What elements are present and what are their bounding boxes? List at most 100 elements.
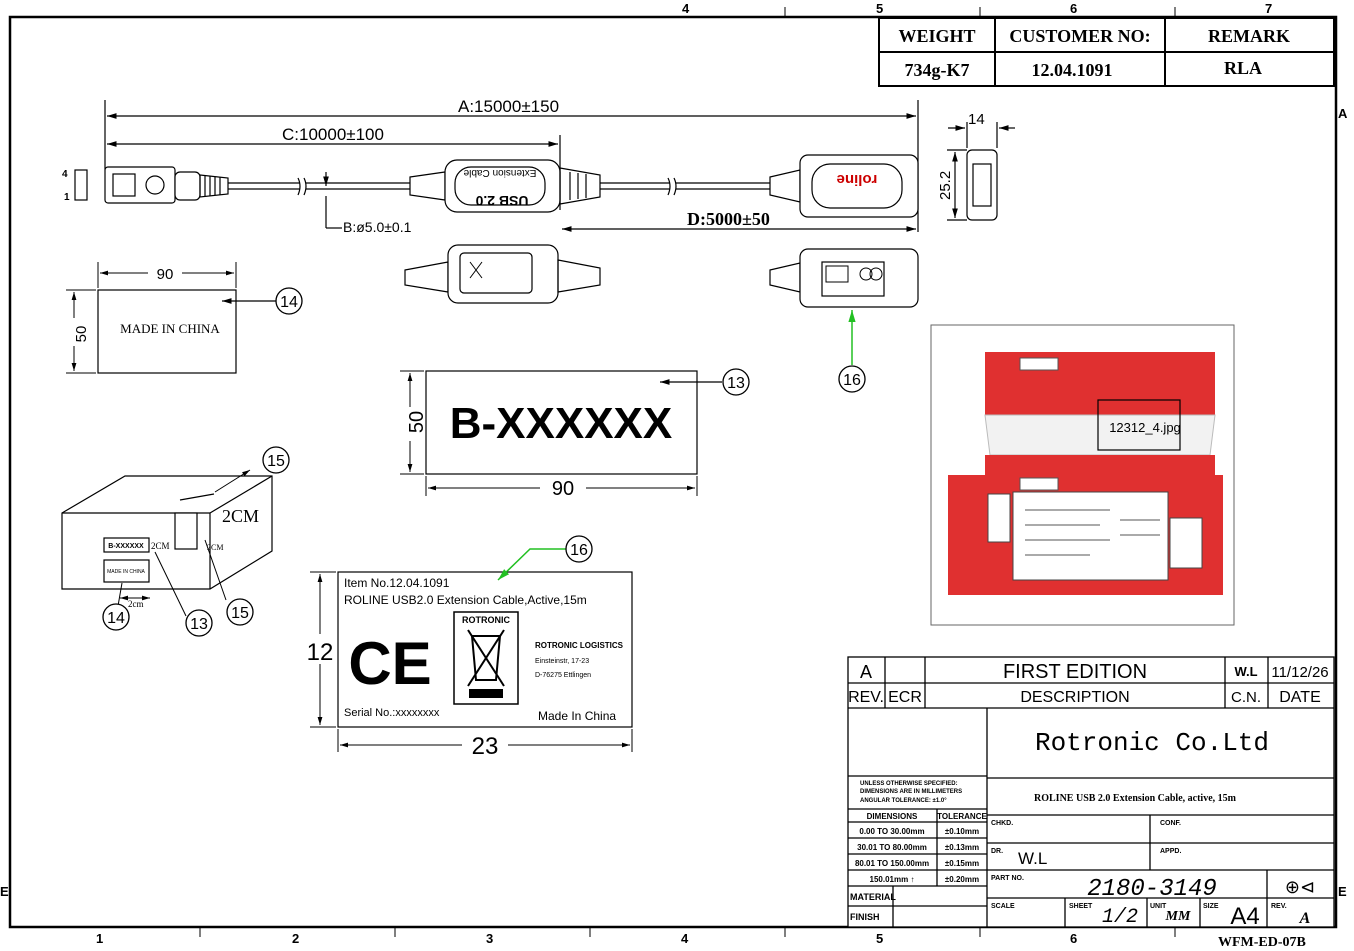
projection-symbol: ⊕⊲ xyxy=(1285,877,1315,897)
cn-header: C.N. xyxy=(1231,689,1261,706)
remark-header: REMARK xyxy=(1208,26,1290,46)
tol-row-1-tol: ±0.10mm xyxy=(945,827,979,836)
roline-logo: roline xyxy=(837,171,878,188)
part-no-value: 2180-3149 xyxy=(1087,876,1217,903)
zone-bottom-6: 6 xyxy=(1070,931,1077,946)
dr-label: DR. xyxy=(991,848,1003,855)
dim-b: B:ø5.0±0.1 xyxy=(343,219,412,235)
carton-2cm-c: 2cm xyxy=(128,599,144,609)
description-value: FIRST EDITION xyxy=(1003,661,1147,683)
cable-annotations: A:15000±150 C:10000±100 B:ø5.0±0.1 D:500… xyxy=(62,97,985,235)
conf-label: CONF. xyxy=(1160,820,1181,827)
callout-16-top-label: 16 xyxy=(843,372,861,389)
tol-header-tolerance: TOLERANCE xyxy=(937,812,987,821)
callout-14-top: 14 xyxy=(280,294,298,311)
top-table: WEIGHT CUSTOMER NO: REMARK 734g-K7 12.04… xyxy=(878,17,1335,87)
housing-usb-text: USB 2.0 xyxy=(475,193,528,209)
callout-15-a: 15 xyxy=(267,453,285,470)
china-label-height: 50 xyxy=(73,326,90,343)
rotronic-addr2: D-76275 Ettlingen xyxy=(535,672,591,679)
rotronic-small: ROTRONIC xyxy=(462,615,510,625)
customer-no-header: CUSTOMER NO: xyxy=(1009,26,1150,46)
rev-label: REV. xyxy=(1271,903,1287,910)
carton-drawing xyxy=(61,469,273,617)
unit-value: MM xyxy=(1165,909,1191,924)
date-value: 11/12/26 xyxy=(1271,664,1328,681)
size-label: SIZE xyxy=(1203,903,1219,910)
zone-bottom-5: 5 xyxy=(876,931,883,946)
tol-row-1-dim: 0.00 TO 30.00mm xyxy=(859,827,924,836)
cable-drawing xyxy=(74,100,1015,308)
rev-final-value: A xyxy=(1299,910,1311,927)
weee-bin-icon xyxy=(467,629,505,698)
ce-mark: CE xyxy=(348,630,431,697)
finish-label: FINISH xyxy=(850,912,880,922)
item-label-width: 23 xyxy=(472,733,499,760)
b-label-drawing: 90 50 B-XXXXXX 13 xyxy=(400,368,750,500)
zone-ticks xyxy=(199,7,1176,937)
cn-value: W.L xyxy=(1234,664,1257,679)
zone-bottom-1: 1 xyxy=(96,931,103,946)
zone-top-6: 6 xyxy=(1070,1,1077,16)
scale-label: SCALE xyxy=(991,903,1015,910)
dim-a: A:15000±150 xyxy=(458,97,559,116)
zone-top-4: 4 xyxy=(682,1,690,16)
dr-value: W.L xyxy=(1018,849,1047,868)
dim-c: C:10000±100 xyxy=(282,125,384,144)
b-label-width: 90 xyxy=(552,478,574,500)
item-label-height: 12 xyxy=(307,639,334,666)
rev-value: A xyxy=(860,662,872,682)
carton-china-label: MADE IN CHINA xyxy=(107,569,145,575)
weight-header: WEIGHT xyxy=(898,26,975,46)
appd-label: APPD. xyxy=(1160,848,1181,855)
size-value: A4 xyxy=(1230,903,1259,930)
part-no-label: PART NO. xyxy=(991,875,1024,882)
dim-25-2: 25.2 xyxy=(937,171,954,200)
zone-right-e: E xyxy=(1338,884,1347,899)
b-label-height: 50 xyxy=(406,411,428,433)
item-no: Item No.12.04.1091 xyxy=(344,576,450,590)
zone-bottom-4: 4 xyxy=(681,931,689,946)
carton-text: B-XXXXXX MADE IN CHINA 2CM 2CM 2cm 2CM xyxy=(107,506,259,609)
remark-value: RLA xyxy=(1224,58,1262,78)
customer-no-value: 12.04.1091 xyxy=(1032,60,1113,80)
b-label-text: B-XXXXXX xyxy=(450,399,673,448)
callout-16-top: 16 xyxy=(838,310,866,393)
packaging-image: 12312_4.jpg xyxy=(930,324,1235,626)
date-header: DATE xyxy=(1279,689,1320,706)
zone-right-a: A xyxy=(1338,106,1348,121)
tol-row-3-dim: 80.01 TO 150.00mm xyxy=(855,859,929,868)
title-block xyxy=(847,656,1335,928)
module-symbols xyxy=(469,261,883,283)
dim-14: 14 xyxy=(968,111,985,128)
title-block-text: A FIRST EDITION W.L 11/12/26 REV. ECR DE… xyxy=(848,661,1329,930)
rotronic-company: ROTRONIC LOGISTICS xyxy=(535,641,624,650)
unit-label: UNIT xyxy=(1150,903,1167,910)
note-3: ANGULAR TOLERANCE: ±1.0° xyxy=(860,798,947,804)
ecr-header: ECR xyxy=(888,689,922,706)
china-label-drawing: 90 50 MADE IN CHINA 14 xyxy=(66,262,303,374)
zone-top-5: 5 xyxy=(876,1,883,16)
chkd-label: CHKD. xyxy=(991,820,1013,827)
china-label-text: MADE IN CHINA xyxy=(120,321,220,336)
description-header: DESCRIPTION xyxy=(1020,689,1129,706)
callout-14-bottom: 14 xyxy=(107,610,125,627)
material-label: MATERIAL xyxy=(850,892,896,902)
zone-bottom-2: 2 xyxy=(292,931,299,946)
sheet-label: SHEET xyxy=(1069,903,1093,910)
zone-left-e: E xyxy=(0,884,9,899)
rotronic-addr1: Einsteinstr, 17-23 xyxy=(535,658,589,665)
carton-2cm-big: 2CM xyxy=(222,506,259,526)
rev-header: REV. xyxy=(848,689,884,706)
serial-no: Serial No.:xxxxxxxx xyxy=(344,707,440,719)
tol-row-4-dim: 150.01mm ↑ xyxy=(870,875,915,884)
sheet-value: 1/2 xyxy=(1102,906,1138,929)
note-2: DIMENSIONS ARE IN MILLIMETERS xyxy=(860,789,962,795)
carton-b-label: B-XXXXXX xyxy=(108,543,144,550)
china-label-width: 90 xyxy=(157,266,174,283)
housing-extension-text: Extension Cable xyxy=(463,167,536,178)
pin-1: 1 xyxy=(64,192,70,203)
carton-2cm-a: 2CM xyxy=(151,541,170,551)
sheet-frame xyxy=(8,15,1338,929)
